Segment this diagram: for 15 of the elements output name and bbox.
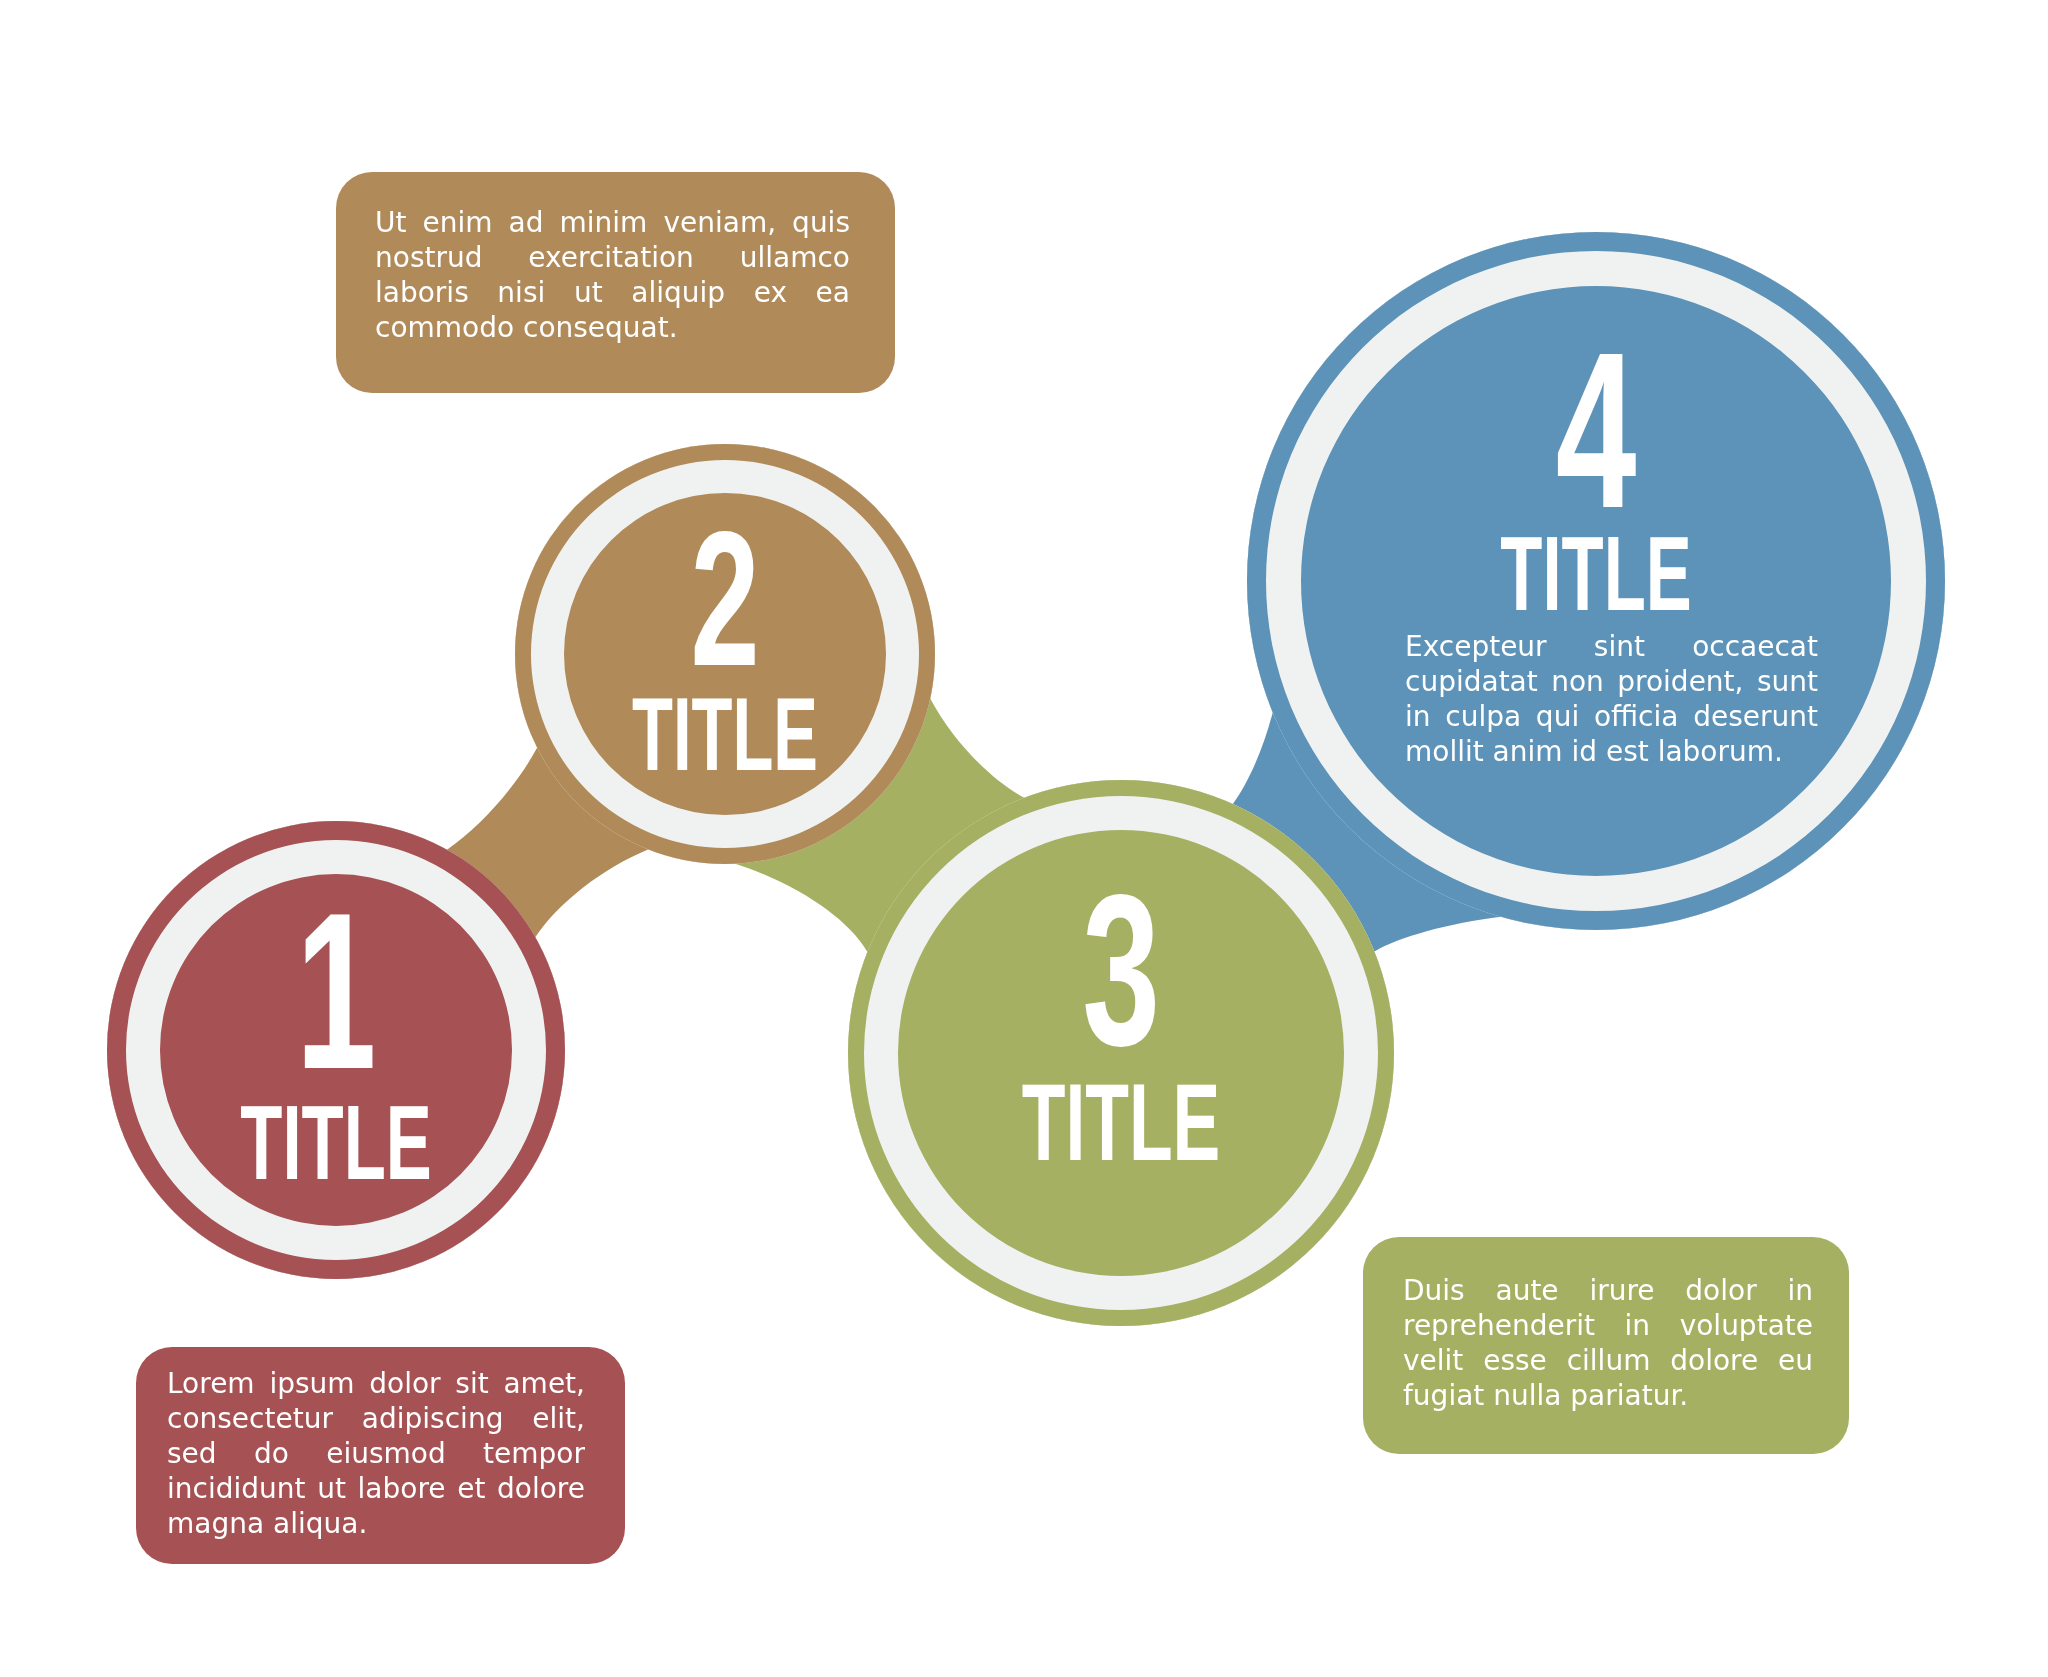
step-number: 2 bbox=[690, 523, 760, 676]
step-number: 4 bbox=[1555, 341, 1637, 520]
step-description: Excepteur sint occaecat cupidatat non proident, sunt in culpa qui officia deserunt mollit anim id est laborum. bbox=[1405, 629, 1818, 769]
step-description: Lorem ipsum dolor sit amet, consectetur adipiscing elit, sed do eiusmod tempor incididunt ut labore et dolore magna aliqua. bbox=[167, 1366, 585, 1541]
step-title: TITLE bbox=[1500, 531, 1692, 616]
text-card bbox=[336, 172, 895, 393]
step-number: 1 bbox=[295, 902, 377, 1081]
step-title: TITLE bbox=[240, 1100, 432, 1185]
step-title: TITLE bbox=[1021, 1078, 1221, 1166]
text-card bbox=[1363, 1237, 1849, 1454]
step-title: TITLE bbox=[632, 694, 818, 777]
text-card bbox=[136, 1347, 625, 1564]
step-number: 3 bbox=[1082, 885, 1160, 1057]
step-description: Duis aute irure dolor in reprehenderit in voluptate velit esse cillum dolore eu fugiat nulla pariatur. bbox=[1403, 1273, 1813, 1413]
step-description: Ut enim ad minim veniam, quis nostrud exercitation ullamco laboris nisi ut aliquip ex ea commodo consequat. bbox=[375, 205, 850, 345]
